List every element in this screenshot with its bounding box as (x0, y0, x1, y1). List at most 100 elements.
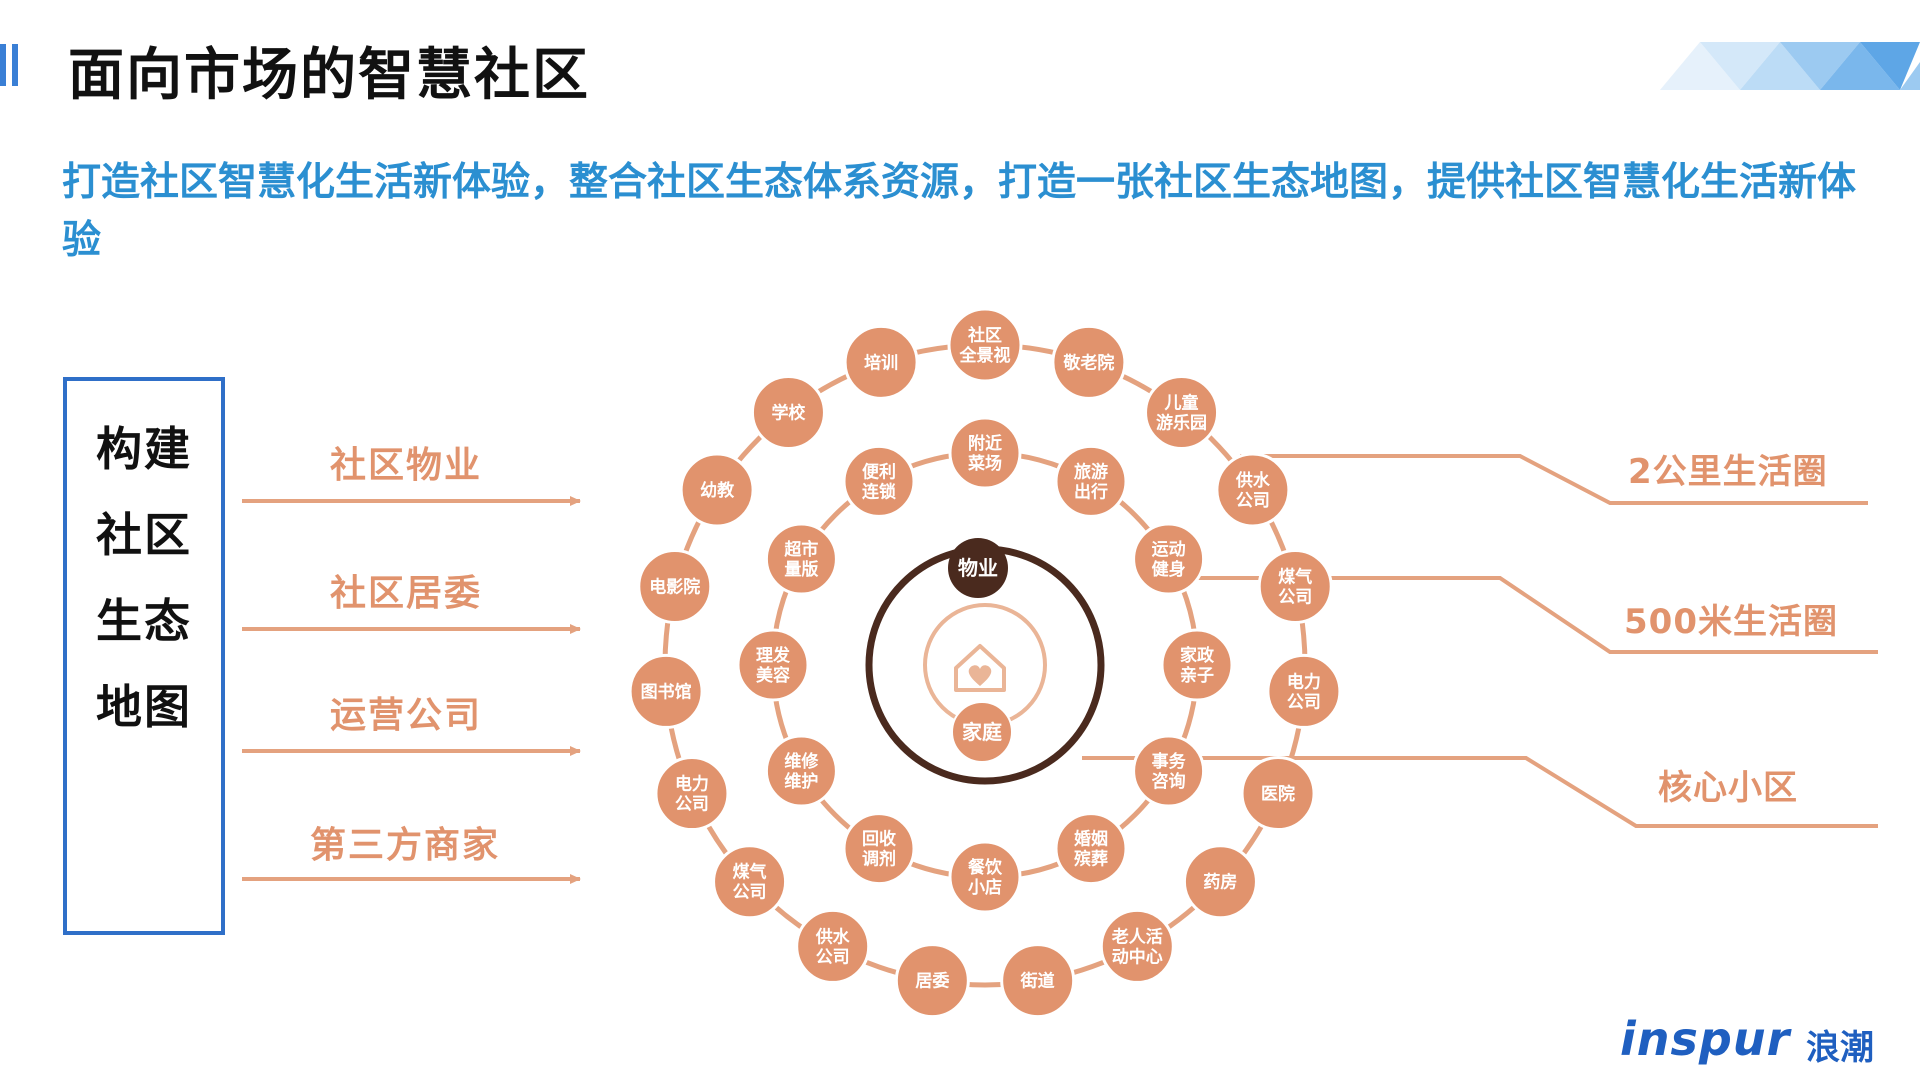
inner-ring-node-circle (1054, 812, 1128, 886)
inner-ring-node-label: 健身 (1152, 559, 1186, 580)
outer-ring-node-circle (1215, 452, 1291, 528)
outer-ring-node-circle (1144, 374, 1220, 450)
outer-ring-node-circle (1266, 653, 1342, 729)
outer-ring-node-label: 居委 (915, 971, 949, 992)
inner-ring-node-label: 回收 (862, 829, 896, 850)
outer-ring-node-label: 图书馆 (641, 681, 692, 702)
outer-ring-node: 药房 (1182, 844, 1258, 920)
inner-ring-node-label: 理发 (756, 645, 791, 666)
inner-ring-node-label: 餐饮 (968, 857, 1003, 878)
inner-ring-node-label: 调剂 (862, 849, 896, 870)
outer-ring-node-circle (795, 908, 871, 984)
outer-ring-node-circle (628, 653, 704, 729)
category-operator: 运营公司 (330, 695, 483, 736)
inner-ring-node-circle (764, 734, 838, 808)
inner-ring-node-circle (842, 444, 916, 518)
outer-ring-node: 学校 (750, 374, 826, 450)
family-node (951, 701, 1013, 763)
inner-ring-node-label: 运动 (1152, 540, 1186, 560)
house-heart-icon (954, 644, 1006, 692)
outer-ring-node-circle (947, 307, 1023, 383)
inspur-logo-cn: 浪潮 (1806, 1028, 1874, 1068)
category-property: 社区物业 (330, 445, 483, 486)
connector-core (1082, 756, 1878, 828)
inner-ring-node-label: 咨询 (1152, 771, 1186, 792)
inner-ring-node-circle (948, 416, 1022, 490)
outer-ring-node-circle (843, 324, 919, 400)
outer-ring-node-label: 敬老院 (1062, 352, 1114, 373)
outer-ring-node: 医院 (1240, 756, 1316, 832)
inner-ring-node-circle (842, 812, 916, 886)
inner-ring-node-label: 家政 (1180, 645, 1215, 666)
family-node-label: 家庭 (962, 720, 1002, 744)
inner-ring-node-label: 出行 (1074, 481, 1108, 502)
connector-2km (1240, 454, 1868, 505)
outer-ring-node-circle (654, 756, 730, 832)
inner-ring-node-circle (736, 628, 810, 702)
inner-ring-node-label: 便利 (862, 461, 896, 482)
outer-ring-node-label: 公司 (816, 947, 850, 967)
category-committee: 社区居委 (330, 573, 483, 614)
outer-ring-node-label: 动中心 (1112, 946, 1163, 967)
outer-ring-node-label: 电力 (675, 774, 709, 795)
outer-ring-node-label: 公司 (1236, 491, 1270, 511)
left-box-line-2: 社区 (96, 508, 192, 562)
property-node (948, 538, 1008, 598)
inner-ring-node-label: 维护 (784, 771, 818, 792)
outer-ring-node-circle (1000, 943, 1076, 1019)
outer-ring-node-circle (750, 374, 826, 450)
connector-500m (1196, 576, 1878, 654)
outer-ring-node-label: 电力 (1287, 671, 1321, 692)
outer-ring-node-label: 老人活 (1111, 926, 1163, 947)
outer-ring-node-circle (637, 548, 713, 624)
left-box-ecosystem-map: 构建 社区 生态 地图 (63, 377, 225, 935)
outer-ring-node-label: 供水 (815, 926, 851, 947)
outer-ring-node-label: 幼教 (700, 480, 735, 501)
outer-ring-node: 幼教 (679, 452, 755, 528)
label-500m-circle: 500米生活圈 (1624, 602, 1838, 642)
inner-ring-node-circle (1132, 734, 1206, 808)
outer-ring-node: 培训 (843, 324, 919, 400)
page-title: 面向市场的智慧社区 (68, 43, 590, 108)
inner-ring-node-label: 殡葬 (1074, 849, 1108, 870)
outer-ring-node-label: 社区 (967, 325, 1002, 346)
label-2km-circle: 2公里生活圈 (1628, 452, 1828, 492)
left-box-line-4: 地图 (96, 680, 192, 734)
property-node-label: 物业 (958, 556, 998, 580)
outer-ring-node-circle (1240, 756, 1316, 832)
inner-ring-node-label: 小店 (968, 877, 1002, 898)
inner-ring-nodes: 旅游出行运动健身家政亲子事务咨询婚姻殡葬餐饮小店回收调剂维修维护理发美容超市量版… (736, 416, 1234, 914)
inner-ring-node-circle (764, 522, 838, 596)
outer-ring-node-label: 公司 (675, 795, 709, 815)
outer-ring-node-label: 培训 (864, 352, 898, 373)
outer-ring-node-label: 学校 (771, 402, 806, 423)
outer-ring-node-circle (1257, 548, 1333, 624)
inner-ring-node-label: 附近 (968, 433, 1002, 454)
outer-ring-node-label: 煤气 (1278, 566, 1312, 587)
inner-ring-node-circle (1160, 628, 1234, 702)
title-accent-bar (0, 44, 22, 86)
header-triangle-pattern (1660, 42, 1920, 90)
inner-ring (770, 450, 1200, 880)
outer-ring-node-label: 电影院 (649, 576, 700, 597)
